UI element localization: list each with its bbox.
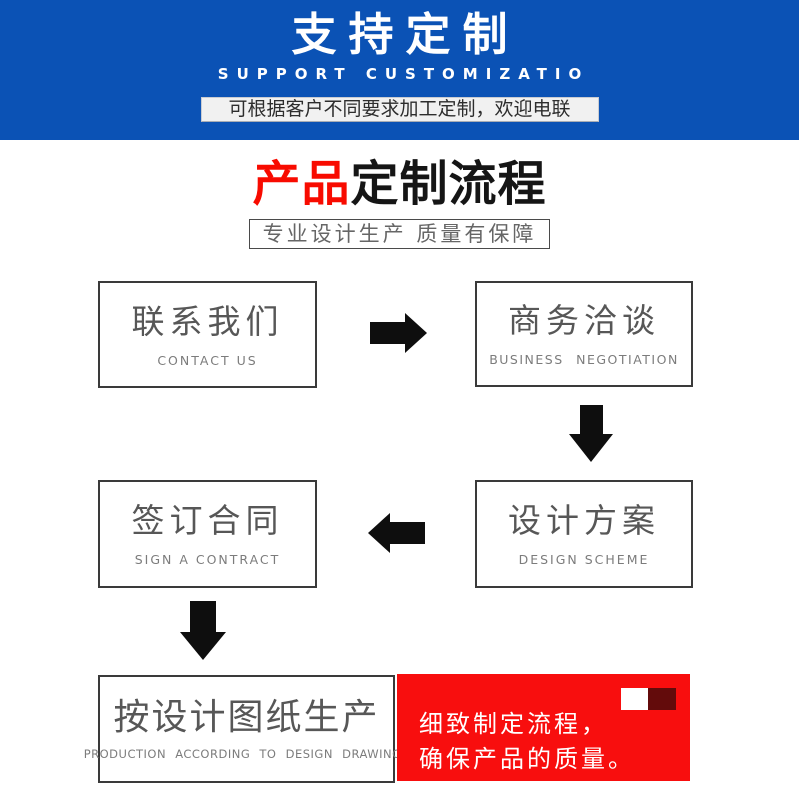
flow-step-zh-label: 签订合同: [131, 501, 284, 540]
decor-white-square: [621, 688, 648, 710]
flow-step-business-negotiation: 商务洽谈 BUSINESS NEGOTIATION: [475, 281, 693, 387]
arrow-stem: [370, 322, 405, 344]
flow-step-production: 按设计图纸生产 PRODUCTION ACCORDING TO DESIGN D…: [84, 675, 409, 783]
quality-note-box: 细致制定流程， 确保产品的质量。: [397, 674, 690, 781]
arrow-head: [180, 632, 226, 660]
flow-step-en-label: CONTACT US: [157, 352, 258, 368]
banner: 支持定制 SUPPORT CUSTOMIZATIO 可根据客户不同要求加工定制，…: [0, 0, 799, 140]
flow-step-en-label: PRODUCTION ACCORDING TO DESIGN DRAWINGS: [83, 746, 410, 761]
arrow-stem: [390, 522, 425, 544]
arrow-down-icon: [569, 405, 613, 462]
quality-note-line-2: 确保产品的质量。: [419, 745, 635, 773]
flow-step-contact-us: 联系我们 CONTACT US: [98, 281, 317, 388]
arrow-left-icon: [368, 513, 425, 553]
banner-subtitle: SUPPORT CUSTOMIZATIO: [217, 65, 590, 83]
flow-step-en-label: DESIGN SCHEME: [518, 552, 650, 567]
arrow-stem: [579, 405, 603, 434]
flow-step-zh-label: 商务洽谈: [508, 301, 660, 340]
quality-note-line-1: 细致制定流程，: [419, 710, 608, 738]
section-title-black: 定制流程: [350, 156, 547, 212]
banner-tagline: 可根据客户不同要求加工定制，欢迎电联: [200, 97, 599, 122]
banner-title: 支持定制: [291, 8, 520, 61]
section-title-red: 产品: [252, 156, 351, 212]
flow-step-en-label: SIGN A CONTRACT: [134, 552, 281, 567]
section-title: 产品定制流程: [0, 158, 799, 210]
arrow-right-icon: [370, 313, 427, 353]
flow-step-design-scheme: 设计方案 DESIGN SCHEME: [475, 480, 693, 588]
arrow-head: [368, 513, 390, 553]
section-subtitle-wrap: 专业设计生产 质量有保障: [0, 219, 799, 249]
flow-step-zh-label: 联系我们: [131, 301, 284, 341]
arrow-head: [405, 313, 427, 353]
arrow-head: [569, 434, 613, 462]
flow-step-zh-label: 按设计图纸生产: [113, 696, 380, 738]
flow-step-en-label: BUSINESS NEGOTIATION: [489, 352, 679, 367]
arrow-down-icon: [180, 601, 226, 660]
flow-step-zh-label: 设计方案: [508, 501, 660, 540]
decor-darkred-square: [648, 688, 676, 710]
flow-step-sign-contract: 签订合同 SIGN A CONTRACT: [98, 480, 317, 588]
arrow-stem: [190, 601, 216, 632]
section-subtitle-box: 专业设计生产 质量有保障: [248, 219, 551, 249]
